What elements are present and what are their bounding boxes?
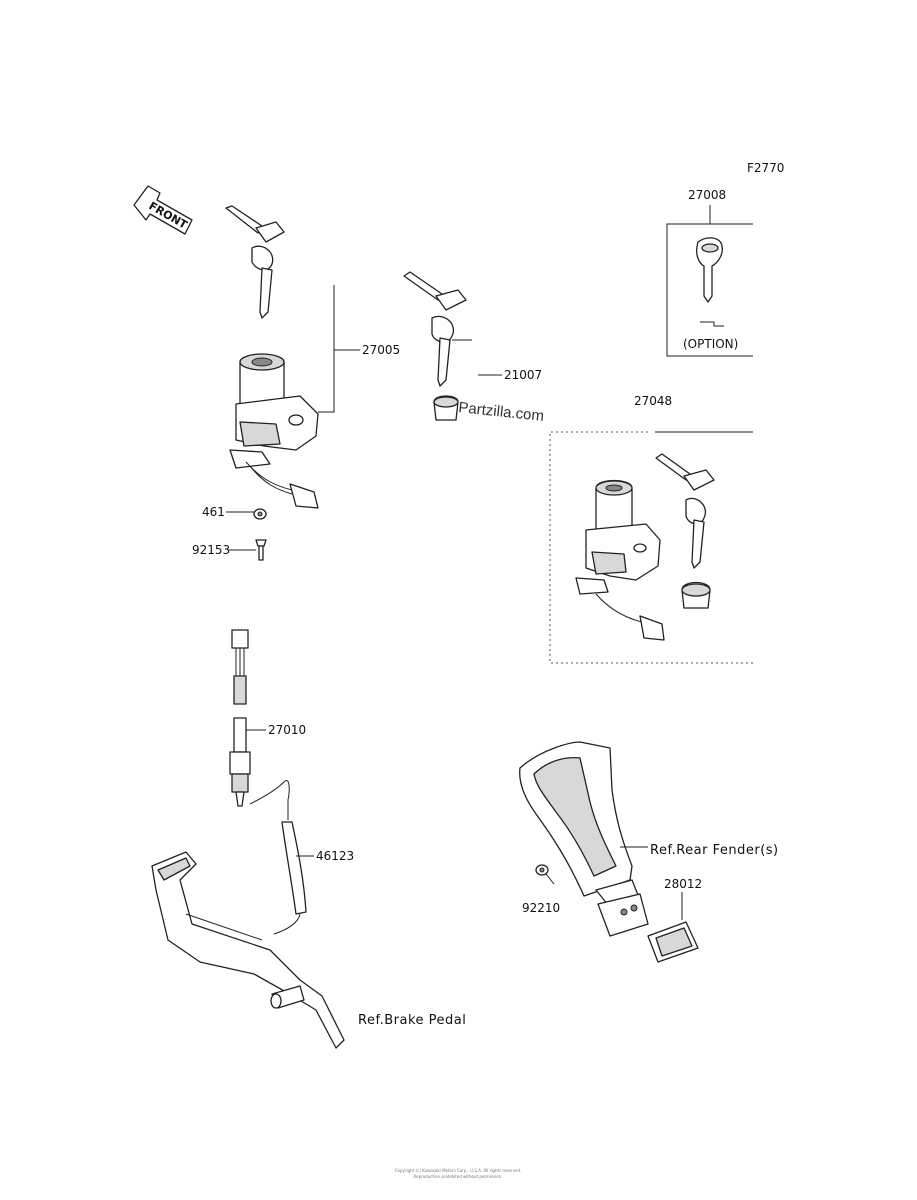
callout-27005: 27005 [362,343,400,357]
watermark: Partzilla.com [458,399,545,425]
screw-92153-icon [255,539,267,561]
callout-rear-fender: Ref.Rear Fender(s) [650,843,779,858]
callout-21007: 21007 [504,368,542,382]
spring-46123-icon [249,780,307,935]
callout-46123: 46123 [316,849,354,863]
callout-27008: 27008 [688,188,726,202]
copyright-line-2: Reproduction prohibited without permissi… [414,1174,503,1179]
callout-brake-pedal: Ref.Brake Pedal [358,1013,466,1028]
front-arrow-icon: FRONT [133,185,193,235]
washer-92210-icon [535,864,549,876]
callout-27010: 27010 [268,723,306,737]
callout-461: 461 [202,505,225,519]
callout-92153: 92153 [192,543,230,557]
lock-set-icon [575,453,715,641]
key-blank-icon [696,237,724,327]
key-pair-icon [225,205,285,319]
callout-92210: 92210 [522,901,560,915]
callout-27048: 27048 [634,394,672,408]
brake-switch-icon [229,629,251,807]
rear-fender-icon [519,741,649,937]
brake-pedal-icon [151,851,345,1049]
copyright-line-1: Copyright (c) Kawasaki Motors Corp., U.S… [395,1168,522,1173]
figure-code: F2770 [747,161,784,175]
key-set-21007-icon [403,271,467,421]
reflector-28012-icon [647,921,699,963]
ignition-switch-icon [229,353,319,509]
option-label: (OPTION) [683,337,738,351]
nut-461-icon [253,508,267,520]
callout-28012: 28012 [664,877,702,891]
